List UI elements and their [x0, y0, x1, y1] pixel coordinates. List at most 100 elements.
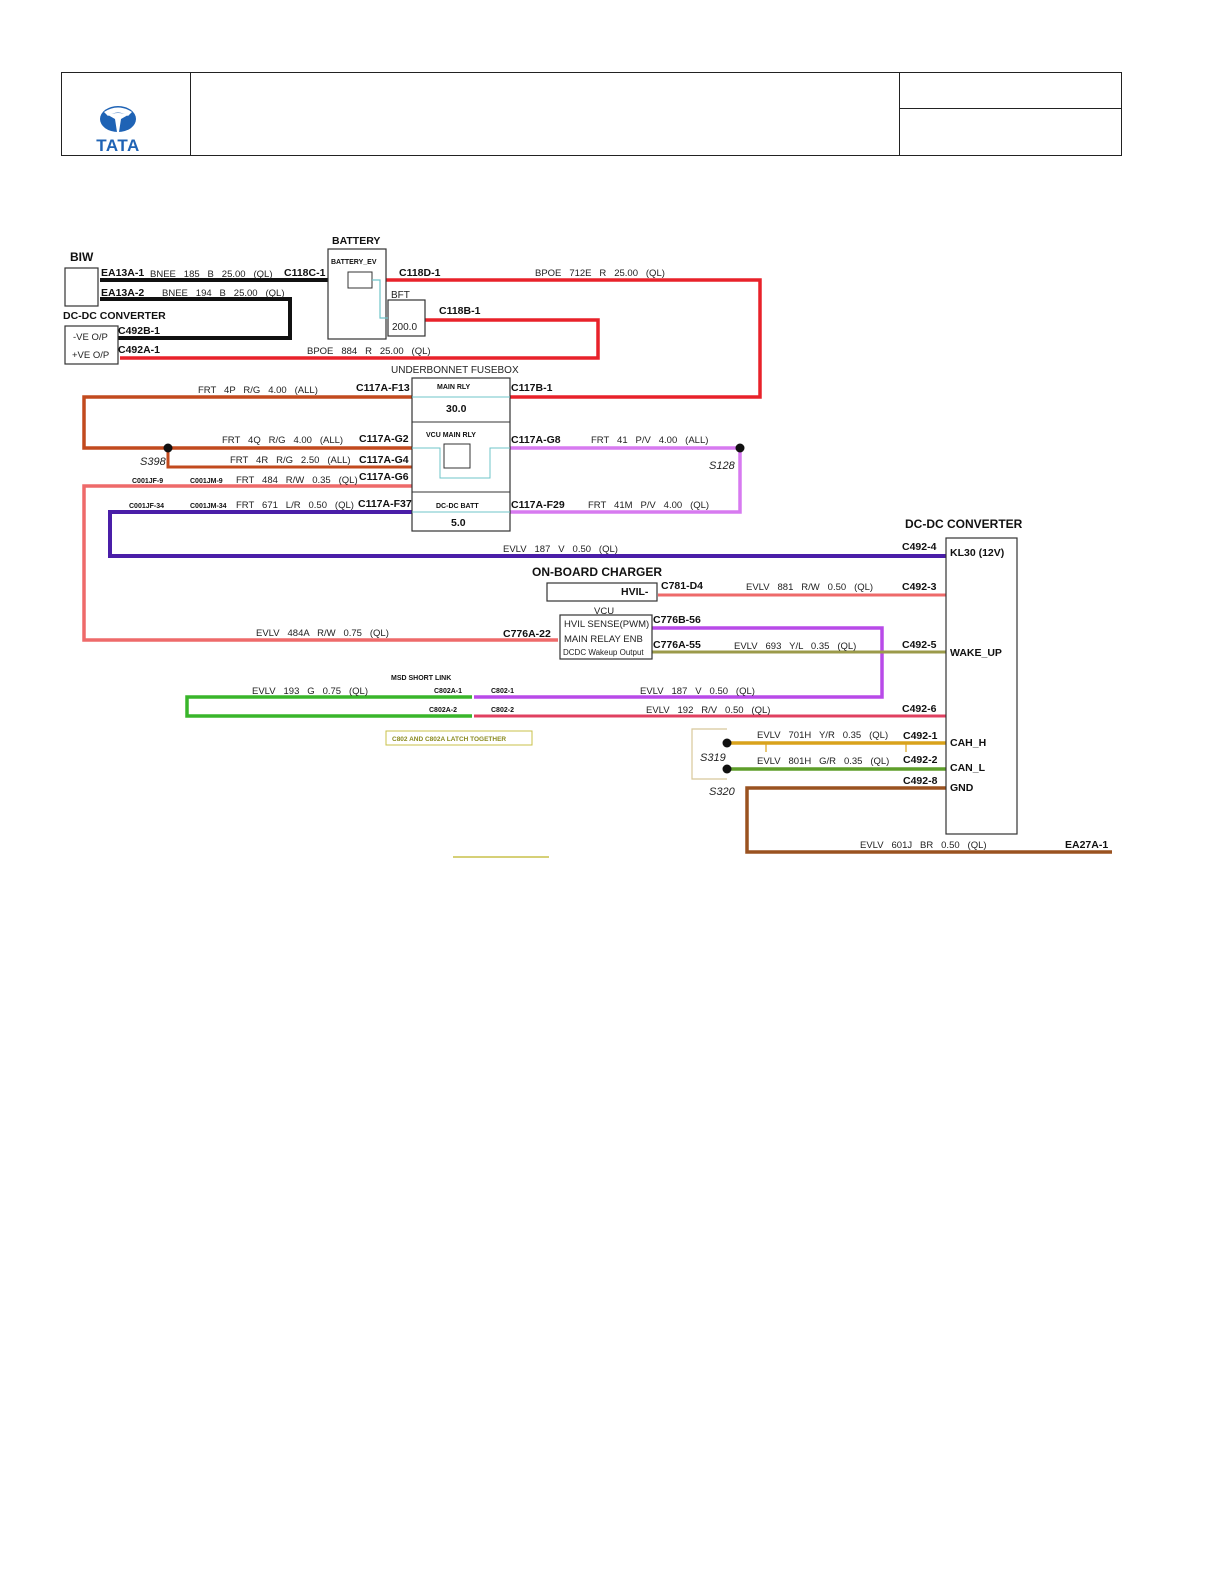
connector-c117a-g8: C117A-G8 [511, 434, 561, 446]
splice-dot-s398 [163, 443, 173, 453]
connector-c001jf-9: C001JF-9 [132, 478, 163, 485]
gnd-label: GND [950, 782, 974, 794]
connector-c117a-g6: C117A-G6 [359, 471, 409, 483]
bft-value: 200.0 [392, 322, 417, 333]
wire-label: EVLV 484A R/W 0.75 (QL) [256, 628, 389, 639]
battery-ev-label: BATTERY_EV [331, 259, 377, 266]
wire-label: EVLV 187 V 0.50 (QL) [503, 544, 618, 555]
main-relay-enb-label: MAIN RELAY ENB [564, 634, 643, 645]
wire-label: EVLV 801H G/R 0.35 (QL) [757, 756, 889, 767]
wire-label: EVLV 192 R/V 0.50 (QL) [646, 705, 770, 716]
connector-c802a-2: C802A-2 [429, 707, 457, 714]
vcu-box [559, 614, 653, 660]
wire-bpoe-884 [120, 318, 600, 360]
main-rly-value: 30.0 [446, 403, 467, 415]
info-divider [900, 108, 1122, 109]
connector-c776a-22: C776A-22 [503, 628, 551, 640]
wire-label: FRT 4P R/G 4.00 (ALL) [198, 385, 318, 396]
can-twist-box [691, 728, 727, 780]
biw-box [64, 267, 99, 307]
connector-c492-6: C492-6 [902, 703, 937, 715]
wire-bpoe-712e [386, 278, 762, 399]
connector-c492b-1: C492B-1 [118, 325, 160, 337]
tata-logo: TATA [92, 103, 162, 155]
can-l-label: CAN_L [950, 762, 986, 774]
wire-label: EVLV 601J BR 0.50 (QL) [860, 840, 987, 851]
connector-c117a-f29: C117A-F29 [511, 499, 565, 511]
connector-c492-8: C492-8 [903, 775, 938, 787]
connector-c776b-56: C776B-56 [653, 614, 701, 626]
dcdc-small-label: DC-DC CONVERTER [63, 310, 166, 322]
cah-h-label: CAH_H [950, 737, 986, 749]
wire-frt-4r [166, 448, 412, 469]
connector-c118b-1: C118B-1 [439, 305, 481, 317]
wire-label: EVLV 881 R/W 0.50 (QL) [746, 582, 873, 593]
wire-frt-484 [82, 484, 558, 642]
relay-icon [443, 443, 471, 469]
wake-up-label: WAKE_UP [950, 647, 1002, 659]
kl30-label: KL30 (12V) [950, 547, 1004, 559]
connector-c118c-1: C118C-1 [284, 267, 326, 279]
connector-c802-1: C802-1 [491, 688, 514, 695]
connector-ea13a-1: EA13A-1 [101, 267, 144, 279]
wire-label: FRT 4Q R/G 4.00 (ALL) [222, 435, 343, 446]
connector-c117a-g4: C117A-G4 [359, 454, 409, 466]
connector-c117a-g2: C117A-G2 [359, 433, 409, 445]
connector-c802a-1: C802A-1 [434, 688, 462, 695]
connector-c492-1: C492-1 [903, 730, 938, 742]
latch-note: C802 AND C802A LATCH TOGETHER [392, 736, 506, 743]
tata-logo-icon [100, 106, 136, 132]
splice-s319: S319 [700, 752, 726, 764]
battery-cell-icon [347, 271, 373, 289]
fusebox-label: UNDERBONNET FUSEBOX [391, 365, 519, 376]
relay-internal-link [412, 447, 510, 479]
splice-s320: S320 [709, 786, 736, 798]
wire-label: FRT 41 P/V 4.00 (ALL) [591, 435, 708, 446]
connector-c001jf-34: C001JF-34 [129, 503, 164, 510]
wire-label: BNEE 185 B 25.00 (QL) [150, 269, 273, 280]
vcu-main-rly-label: VCU MAIN RLY [426, 432, 476, 439]
logo-cell: TATA [62, 73, 191, 155]
wire-label: FRT 41M P/V 4.00 (QL) [588, 500, 709, 511]
wire-frt-41 [510, 446, 742, 514]
connector-c117b-1: C117B-1 [511, 382, 553, 394]
wire-evlv-601j [745, 786, 1112, 854]
connector-c776a-55: C776A-55 [653, 639, 701, 651]
connector-c001jm-34: C001JM-34 [190, 503, 227, 510]
onboard-charger-box [546, 582, 658, 602]
connector-c001jm-9: C001JM-9 [190, 478, 223, 485]
main-rly-label: MAIN RLY [437, 384, 471, 391]
wire-label: FRT 484 R/W 0.35 (QL) [236, 475, 358, 486]
wire-frt-4p [82, 395, 412, 450]
neg-op-label: -VE O/P [73, 332, 108, 343]
msd-label: MSD SHORT LINK [391, 675, 451, 682]
wire-bnee-194 [100, 297, 292, 340]
battery-label: BATTERY [332, 235, 380, 247]
connector-c802-2: C802-2 [491, 707, 514, 714]
title-block: TATA [61, 72, 1122, 156]
wire-label: EVLV 701H Y/R 0.35 (QL) [757, 730, 888, 741]
dcdc-big-label: DC-DC CONVERTER [905, 517, 1023, 531]
connector-c492-4: C492-4 [902, 541, 937, 553]
battery-box [327, 248, 387, 340]
bft-label: BFT [391, 290, 410, 301]
connector-c118d-1: C118D-1 [399, 267, 441, 279]
dcdc-batt-value: 5.0 [451, 517, 466, 529]
connector-c781-d4: C781-D4 [661, 580, 703, 592]
connector-c492a-1: C492A-1 [118, 344, 160, 356]
hvil-label: HVIL- [621, 586, 649, 598]
connector-ea13a-2: EA13A-2 [101, 287, 144, 299]
connector-c117a-f37: C117A-F37 [358, 498, 412, 510]
connector-c117a-f13: C117A-F13 [356, 382, 410, 394]
splice-s128: S128 [709, 460, 736, 472]
wire-label: BPOE 712E R 25.00 (QL) [535, 268, 665, 279]
splice-dot-s320 [722, 764, 732, 774]
latch-note-box [385, 730, 533, 746]
dcdc-wakeup-label: DCDC Wakeup Output [563, 648, 644, 657]
wire-frt-671 [108, 510, 946, 558]
onboard-charger-label: ON-BOARD CHARGER [532, 565, 662, 579]
dcdc-batt-label: DC-DC BATT [436, 503, 479, 510]
info-cell [899, 73, 1122, 155]
connector-c492-5: C492-5 [902, 639, 937, 651]
